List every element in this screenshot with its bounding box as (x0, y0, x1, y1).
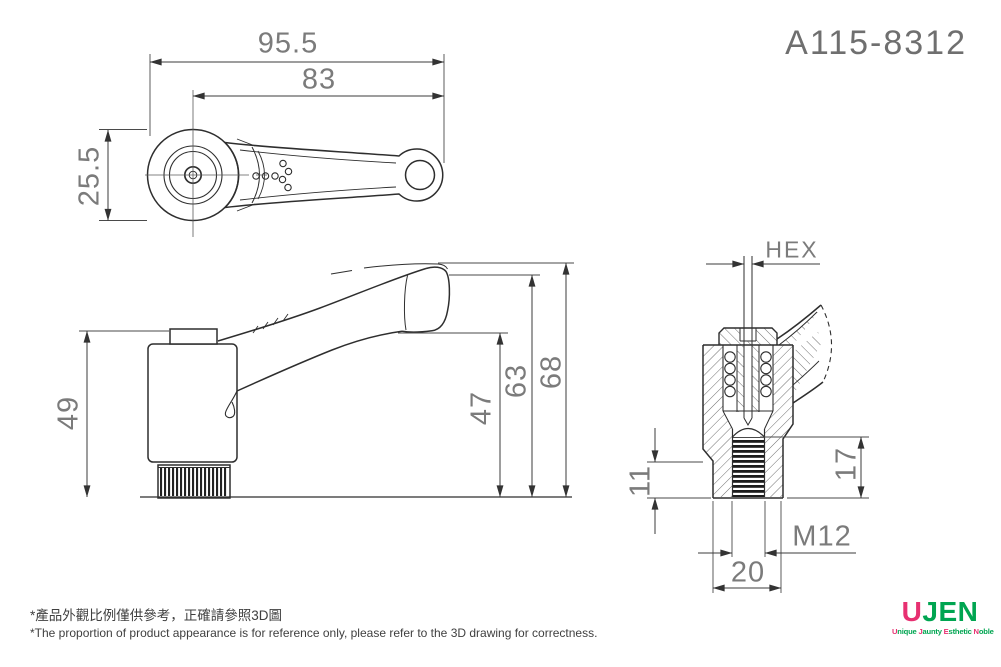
dimple-dots (252, 159, 293, 192)
dim-stud-dia-20: 20 (730, 556, 766, 589)
footnote-en: *The proportion of product appearance is… (30, 626, 598, 641)
side-view-dimensions (79, 262, 574, 498)
section-dimensions (647, 260, 869, 593)
tagline-part: oble (978, 627, 994, 636)
dim-hex-socket: HEX (765, 236, 819, 263)
dim-height-47: 47 (465, 390, 498, 426)
dim-height-63: 63 (500, 363, 533, 399)
footnotes: *產品外觀比例僅供參考，正確請參照3D圖 *The proportion of … (30, 607, 597, 642)
footnote-zh: *產品外觀比例僅供參考，正確請參照3D圖 (30, 608, 283, 623)
tagline-part: J (918, 627, 923, 636)
logo-letter-u: U (901, 596, 923, 627)
dim-step-11: 11 (624, 464, 657, 498)
dim-body-height: 49 (52, 395, 85, 431)
logo-wordmark: UJEN (892, 598, 988, 626)
tagline-part: N (973, 627, 980, 636)
clutch-balls (724, 351, 772, 398)
tagline-part: E (943, 627, 949, 636)
part-number: A115-8312 (785, 24, 967, 62)
centerlines (145, 90, 267, 237)
dim-thread-depth-17: 17 (830, 446, 863, 482)
dim-boss-width: 25.5 (73, 145, 106, 207)
tagline-part: aunty (922, 627, 944, 636)
top-view-dimensions (99, 54, 445, 221)
dim-center-to-end: 83 (301, 63, 337, 96)
tagline-part: sthetic (948, 627, 974, 636)
dim-thread-m12: M12 (792, 520, 852, 553)
logo-letters-jen: JEN (922, 596, 979, 627)
dim-height-68: 68 (535, 354, 568, 390)
ujen-logo: UJEN Unique Jaunty Esthetic Noble (892, 598, 994, 636)
top-view (145, 90, 444, 237)
side-view (140, 263, 572, 499)
tagline-part: nique (897, 627, 919, 636)
section-view (702, 256, 833, 499)
logo-tagline: Unique Jaunty Esthetic Noble (892, 627, 994, 636)
tagline-part: U (892, 627, 898, 636)
dim-overall-length: 95.5 (257, 27, 319, 60)
